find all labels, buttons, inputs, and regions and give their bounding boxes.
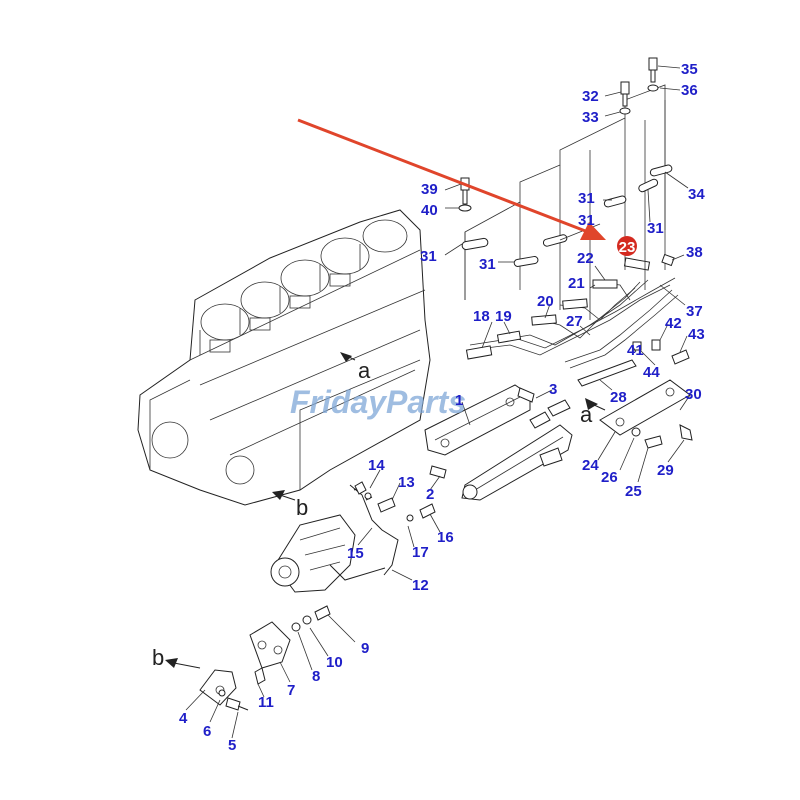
highlight-label: 23 xyxy=(619,239,636,256)
red-pointer-arrow xyxy=(297,118,606,240)
callout-38: 38 xyxy=(686,244,703,261)
callout-43: 43 xyxy=(688,326,705,343)
callout-17: 17 xyxy=(412,544,429,561)
callout-31-a: 31 xyxy=(578,190,595,207)
highlight-marker-23[interactable]: 23 xyxy=(617,236,637,256)
callout-4: 4 xyxy=(179,710,188,727)
callout-35: 35 xyxy=(681,61,698,78)
injector-pipes: a xyxy=(465,257,693,449)
callout-15: 15 xyxy=(347,545,364,562)
view-ref-b-block: b xyxy=(296,495,308,520)
callout-8: 8 xyxy=(312,668,320,685)
callout-2: 2 xyxy=(426,486,434,503)
callout-22: 22 xyxy=(577,250,594,267)
callout-7: 7 xyxy=(287,682,295,699)
callout-31-d: 31 xyxy=(420,248,437,265)
callout-36: 36 xyxy=(681,82,698,99)
callout-27: 27 xyxy=(566,313,583,330)
callout-21: 21 xyxy=(568,275,585,292)
callout-9: 9 xyxy=(361,640,369,657)
callout-11: 11 xyxy=(258,694,274,711)
view-ref-b-bracket: b xyxy=(152,645,164,670)
leader-lines xyxy=(185,65,691,739)
common-rail xyxy=(354,384,573,513)
callout-6: 6 xyxy=(203,723,211,740)
callout-26: 26 xyxy=(601,469,618,486)
pipe-clamps xyxy=(458,57,675,320)
callout-31-b: 31 xyxy=(578,212,595,229)
callout-44: 44 xyxy=(643,364,660,381)
callout-32: 32 xyxy=(582,88,599,105)
callout-13: 13 xyxy=(398,474,415,491)
callout-25: 25 xyxy=(625,483,642,500)
callout-33: 33 xyxy=(582,109,599,126)
callout-1: 1 xyxy=(455,392,463,409)
callout-37: 37 xyxy=(686,303,703,320)
callout-18: 18 xyxy=(473,308,490,325)
callout-19: 19 xyxy=(495,308,512,325)
callout-40: 40 xyxy=(421,202,438,219)
pump-bracket: b xyxy=(152,484,436,711)
callout-41: 41 xyxy=(627,342,644,359)
callout-31-c: 31 xyxy=(647,220,664,237)
callout-labels: 35 36 32 33 34 39 40 31 31 31 31 31 38 2… xyxy=(179,61,705,754)
callout-28: 28 xyxy=(610,389,627,406)
callout-42: 42 xyxy=(665,315,682,332)
callout-29: 29 xyxy=(657,462,674,479)
callout-3: 3 xyxy=(549,381,557,398)
callout-14: 14 xyxy=(368,457,385,474)
callout-24: 24 xyxy=(582,457,599,474)
watermark: FridayParts xyxy=(290,384,466,420)
callout-20: 20 xyxy=(537,293,554,310)
callout-34: 34 xyxy=(688,186,705,203)
callout-30: 30 xyxy=(685,386,702,403)
callout-10: 10 xyxy=(326,654,343,671)
view-ref-a-right: a xyxy=(580,402,593,427)
view-ref-a-left: a xyxy=(358,358,371,383)
callout-5: 5 xyxy=(228,737,236,754)
callout-31-e: 31 xyxy=(479,256,496,273)
engine-block: a b xyxy=(137,209,431,520)
callout-16: 16 xyxy=(437,529,454,546)
injection-pump xyxy=(270,514,386,593)
callout-39: 39 xyxy=(421,181,438,198)
callout-12: 12 xyxy=(412,577,429,594)
